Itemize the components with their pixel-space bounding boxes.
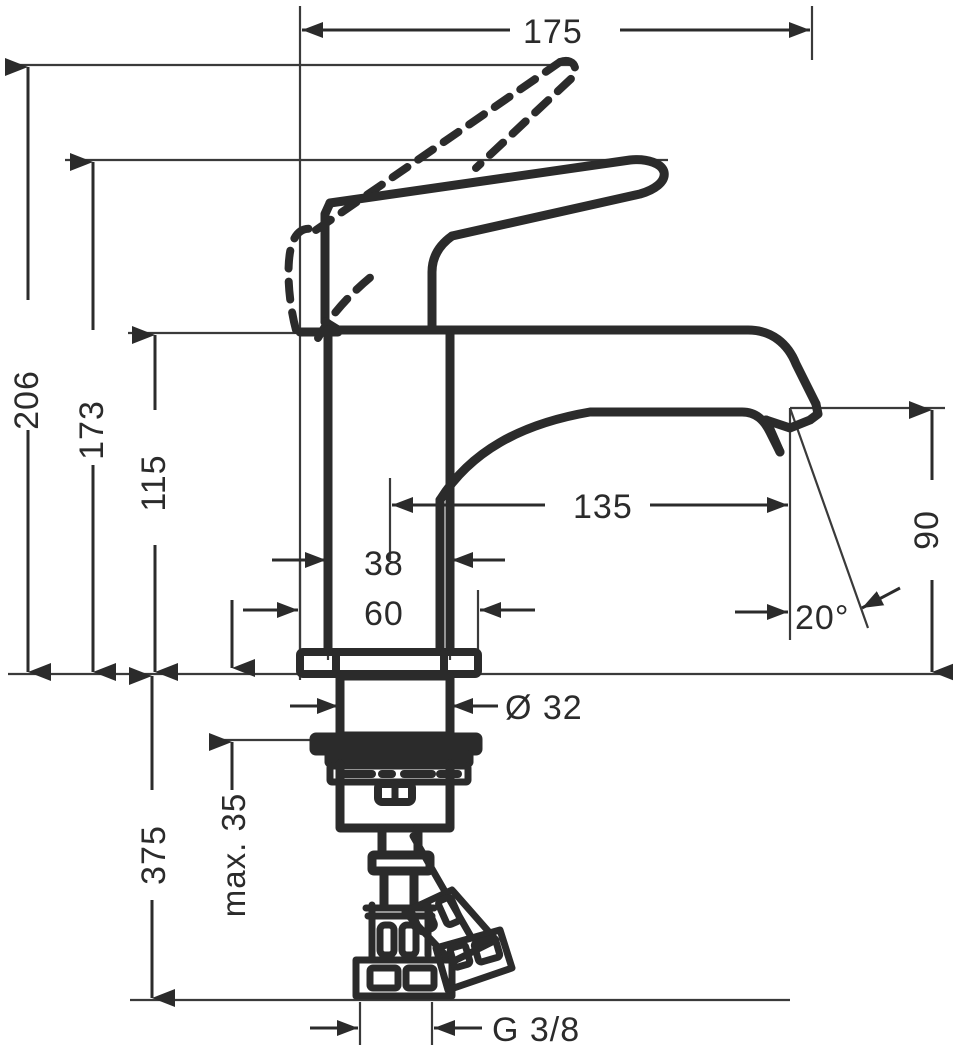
- extension-lines: [8, 6, 945, 1045]
- threaded-stem: [367, 823, 435, 910]
- base-flange: [296, 648, 482, 678]
- hose-connector-right: [401, 832, 516, 994]
- dim-label-173: 173: [73, 400, 111, 460]
- dim-label-90: 90: [908, 510, 946, 550]
- washer-stack: [309, 732, 483, 786]
- dim-label-115: 115: [135, 454, 173, 511]
- lever-handle-solid: [320, 155, 669, 335]
- dim-label-max-35: max. 35: [215, 793, 252, 917]
- spout-inner: [435, 407, 785, 505]
- spout-outer: [323, 325, 823, 433]
- angle-ray: [788, 407, 870, 629]
- dim-label-38: 38: [364, 545, 404, 583]
- mounting-nut: [335, 759, 455, 833]
- dim-label-375: 375: [135, 825, 173, 885]
- shank: [335, 671, 455, 741]
- dim-label-60: 60: [364, 595, 404, 633]
- dim-label-206: 206: [8, 370, 46, 430]
- dimension-lines: [5, 22, 953, 1036]
- dim-label-g38: G 3/8: [492, 1011, 580, 1049]
- body-column: [323, 325, 455, 655]
- faucet-body: [284, 57, 823, 1000]
- dim-label-175: 175: [523, 13, 583, 51]
- dim-label-135: 135: [573, 488, 633, 526]
- dim-label-20deg: 20°: [795, 599, 849, 637]
- dim-label-diameter-32: Ø 32: [505, 689, 583, 727]
